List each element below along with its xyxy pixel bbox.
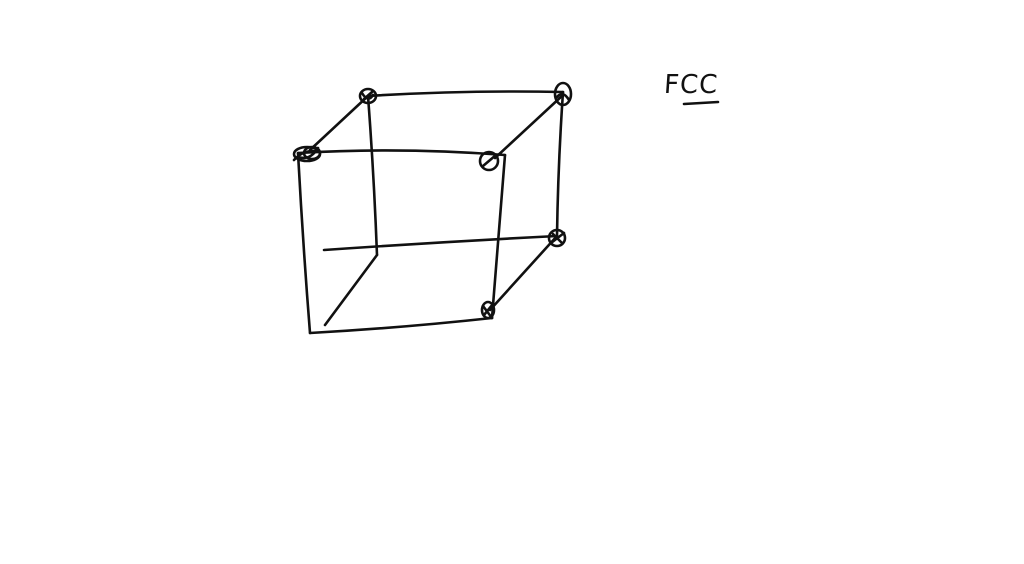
connector-top-right — [493, 93, 565, 160]
back-face-top-edge — [366, 90, 565, 98]
atom-front-bottom-right — [480, 300, 496, 320]
atom-front-top-right — [478, 150, 500, 172]
front-face-top-edge — [296, 149, 507, 157]
connector-top-left — [308, 94, 370, 152]
front-face-left-edge — [296, 151, 312, 335]
back-face-left-edge-hidden — [366, 94, 379, 257]
fcc-label: FCC — [662, 70, 720, 100]
label-underline — [682, 100, 720, 106]
back-face-bottom-edge-hidden — [322, 234, 559, 252]
atom-back-top-right — [553, 81, 573, 107]
connector-bottom-left-hidden — [323, 253, 379, 327]
atom-back-top-left — [358, 87, 378, 105]
front-face-right-edge — [490, 153, 507, 320]
atom-front-top-left — [292, 145, 322, 163]
atom-back-bottom-right — [547, 228, 567, 248]
back-face-right-edge — [555, 90, 565, 238]
connector-bottom-right — [488, 234, 559, 312]
front-face-bottom-edge — [308, 316, 494, 335]
